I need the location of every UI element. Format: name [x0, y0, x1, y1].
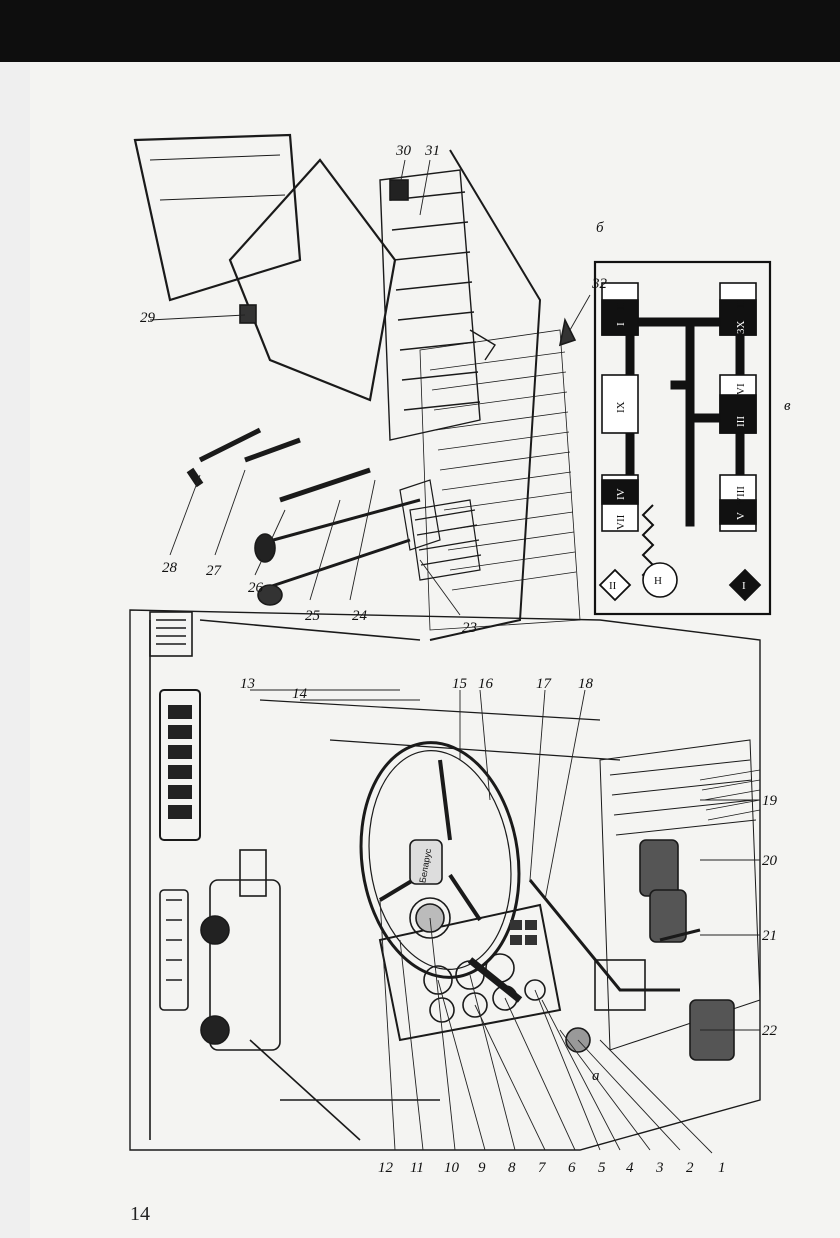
callout-24: 24 [352, 608, 368, 624]
callout-1: 1 [718, 1160, 726, 1176]
callout-5: 5 [598, 1160, 606, 1176]
leader-lines [149, 159, 760, 1154]
range-arrow-outline [598, 568, 632, 602]
callout-16: 16 [478, 676, 494, 692]
callout-15: 15 [452, 676, 468, 692]
callout-11: 11 [410, 1160, 424, 1176]
callout-25: 25 [305, 608, 321, 624]
callout-8: 8 [508, 1160, 516, 1176]
gear-label: I [615, 322, 627, 326]
gear-label: V [735, 512, 747, 520]
gear-label: II [615, 302, 627, 310]
range-arrow-solid [728, 568, 762, 602]
gear-label: III [735, 416, 747, 427]
gear-label: II [735, 300, 747, 308]
panel-b-seat-levers [133, 133, 581, 641]
callout-30: 30 [395, 143, 412, 159]
callout-2: 2 [686, 1160, 694, 1176]
callout-32: 32 [591, 276, 608, 292]
callout-3: 3 [655, 1160, 664, 1176]
callout-9: 9 [478, 1160, 486, 1176]
neutral-label: Н [654, 575, 662, 587]
callout-12: 12 [378, 1160, 394, 1176]
panel-label-a: а [592, 1068, 600, 1084]
gear-label: VI [735, 383, 747, 395]
callout-17: 17 [536, 676, 553, 692]
gear-label: VIII [735, 486, 747, 505]
page-number: 14 [130, 1203, 150, 1225]
callout-22: 22 [762, 1023, 778, 1039]
gear-label: VII [615, 514, 627, 530]
callout-10: 10 [444, 1160, 460, 1176]
range-label: I [742, 580, 746, 592]
callout-13: 13 [240, 676, 255, 692]
callout-21: 21 [762, 928, 777, 944]
callout-28: 28 [162, 560, 178, 576]
callout-19: 19 [762, 793, 778, 809]
panel-a-cab-interior [129, 609, 761, 1151]
callout-18: 18 [578, 676, 594, 692]
callout-14: 14 [292, 686, 308, 702]
scan-top-edge [0, 0, 840, 62]
callout-7: 7 [538, 1160, 547, 1176]
callout-23: 23 [462, 620, 477, 636]
callout-27: 27 [206, 563, 223, 579]
callout-26: 26 [248, 580, 264, 596]
range-label: II [609, 580, 617, 592]
gear-label: IV [615, 488, 627, 500]
panel-label-v: в [784, 398, 791, 414]
gear-label: IX [615, 401, 627, 413]
callout-20: 20 [762, 853, 778, 869]
panel-v-gear-scheme: II I II 3X IX VI III IV VII V VIII [593, 260, 772, 616]
callout-29: 29 [140, 310, 156, 326]
callout-4: 4 [626, 1160, 634, 1176]
callout-6: 6 [568, 1160, 576, 1176]
callout-31: 31 [424, 143, 440, 159]
panel-label-b: б [596, 220, 604, 236]
gear-label: 3X [735, 321, 747, 335]
